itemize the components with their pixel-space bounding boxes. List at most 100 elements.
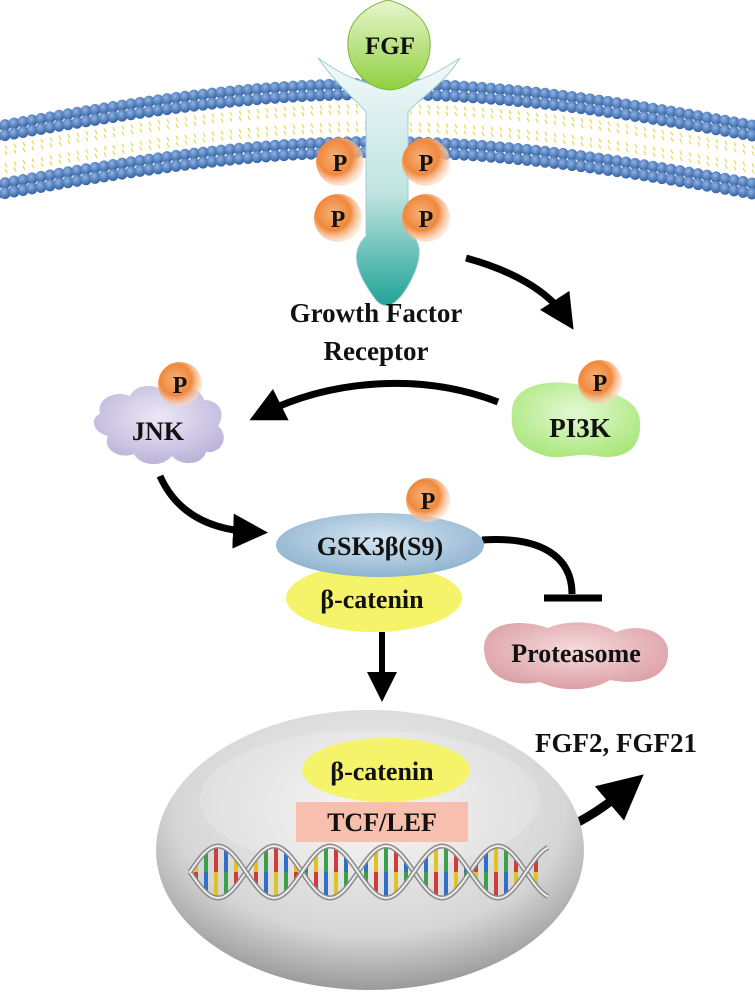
lipid-tail bbox=[239, 117, 241, 121]
lipid-tail bbox=[518, 135, 520, 139]
lipid-tail bbox=[140, 147, 142, 151]
lipid-tail bbox=[662, 148, 664, 152]
lipid-tail bbox=[257, 109, 259, 113]
lipid-tail bbox=[509, 116, 511, 120]
lipid-tail bbox=[752, 169, 754, 173]
lipid-tail bbox=[338, 105, 340, 109]
lipid-tail bbox=[113, 133, 115, 137]
lipid-tail bbox=[518, 111, 520, 115]
lipid-tail bbox=[752, 145, 754, 149]
lipid-tail bbox=[284, 131, 286, 135]
lipid-tail bbox=[338, 123, 340, 127]
jnk-phospho-label: P bbox=[173, 373, 188, 399]
lipid-tail bbox=[122, 144, 124, 148]
lipid-tail bbox=[23, 148, 25, 152]
lipid-tail bbox=[563, 134, 565, 138]
lipid-tail bbox=[221, 113, 223, 117]
lipid-tail bbox=[311, 124, 313, 128]
lipid-tail bbox=[644, 133, 646, 137]
lipid-tail bbox=[86, 137, 88, 141]
lipid-tail bbox=[680, 157, 682, 161]
lipid-tail bbox=[275, 114, 277, 118]
lipid-tail bbox=[149, 128, 151, 132]
lipid-tail bbox=[68, 140, 70, 144]
lipid-tail bbox=[59, 160, 61, 164]
lipid-tail bbox=[239, 129, 241, 133]
lipid-tail bbox=[698, 136, 700, 140]
lipid-tail bbox=[662, 154, 664, 158]
lipid-tail bbox=[509, 128, 511, 132]
lipid-tail bbox=[275, 108, 277, 112]
lipid-tail bbox=[212, 132, 214, 136]
lipid-tail bbox=[158, 120, 160, 124]
lipid-tail bbox=[653, 129, 655, 133]
lipid-tail bbox=[437, 129, 439, 133]
beta-catenin-cyto-label: β-catenin bbox=[320, 585, 424, 614]
lipid-tail bbox=[158, 126, 160, 130]
lipid-tail bbox=[626, 125, 628, 129]
lipid-tail bbox=[275, 132, 277, 136]
lipid-tail bbox=[77, 139, 79, 143]
lipid-tail bbox=[266, 114, 268, 118]
lipid-tail bbox=[221, 119, 223, 123]
lipid-tail bbox=[689, 135, 691, 139]
tcf-lef-label: TCF/LEF bbox=[327, 808, 437, 837]
lipid-tail bbox=[599, 121, 601, 125]
lipid-tail bbox=[230, 136, 232, 140]
lipid-tail bbox=[743, 150, 745, 154]
lipid-tail bbox=[725, 147, 727, 151]
arrow-receptor-to-pi3k bbox=[466, 258, 566, 318]
lipid-tail bbox=[437, 111, 439, 115]
lipid-tail bbox=[104, 152, 106, 156]
lipid-tail bbox=[473, 113, 475, 117]
beta-catenin-nuclear-label: β-catenin bbox=[330, 757, 434, 786]
lipid-tail bbox=[122, 132, 124, 136]
lipid-tail bbox=[5, 145, 7, 149]
lipid-tail bbox=[734, 142, 736, 146]
lipid-tail bbox=[347, 128, 349, 132]
lipid-tail bbox=[230, 118, 232, 122]
lipid-tail bbox=[482, 108, 484, 112]
lipid-tail bbox=[473, 107, 475, 111]
lipid-tail bbox=[284, 125, 286, 129]
lipid-tail bbox=[176, 136, 178, 140]
lipid-tail bbox=[689, 159, 691, 163]
lipid-tail bbox=[167, 125, 169, 129]
lipid-tail bbox=[590, 143, 592, 147]
lipid-tail bbox=[320, 129, 322, 133]
lipid-tail bbox=[329, 129, 331, 133]
lipid-tail bbox=[203, 115, 205, 119]
lipid-tail bbox=[185, 117, 187, 121]
lipid-tail bbox=[581, 118, 583, 122]
lipid-tail bbox=[311, 106, 313, 110]
lipid-tail bbox=[95, 148, 97, 152]
lipid-tail bbox=[500, 133, 502, 137]
lipid-tail bbox=[653, 153, 655, 157]
lipid-tail bbox=[482, 114, 484, 118]
lipid-tail bbox=[617, 129, 619, 133]
lipid-tail bbox=[149, 122, 151, 126]
lipid-tail bbox=[689, 153, 691, 157]
lipid-tail bbox=[302, 124, 304, 128]
lipid-tail bbox=[446, 124, 448, 128]
lipid-tail bbox=[554, 133, 556, 137]
lipid-tail bbox=[248, 116, 250, 120]
lipid-tail bbox=[86, 131, 88, 135]
lipid-tail bbox=[707, 144, 709, 148]
lipid-tail bbox=[545, 138, 547, 142]
lipid-tail bbox=[140, 141, 142, 145]
lipid-tail bbox=[563, 140, 565, 144]
lipid-tail bbox=[491, 127, 493, 131]
lipid-tail bbox=[32, 146, 34, 150]
lipid-tail bbox=[410, 122, 412, 126]
lipid-tail bbox=[122, 150, 124, 154]
lipid-tail bbox=[653, 135, 655, 139]
lipid-tail bbox=[644, 127, 646, 131]
lipid-tail bbox=[743, 162, 745, 166]
lipid-tail bbox=[527, 118, 529, 122]
lipid-tail bbox=[176, 124, 178, 128]
lipid-tail bbox=[266, 126, 268, 130]
lipid-tail bbox=[707, 156, 709, 160]
lipid-tail bbox=[284, 107, 286, 111]
lipid-tail bbox=[500, 115, 502, 119]
